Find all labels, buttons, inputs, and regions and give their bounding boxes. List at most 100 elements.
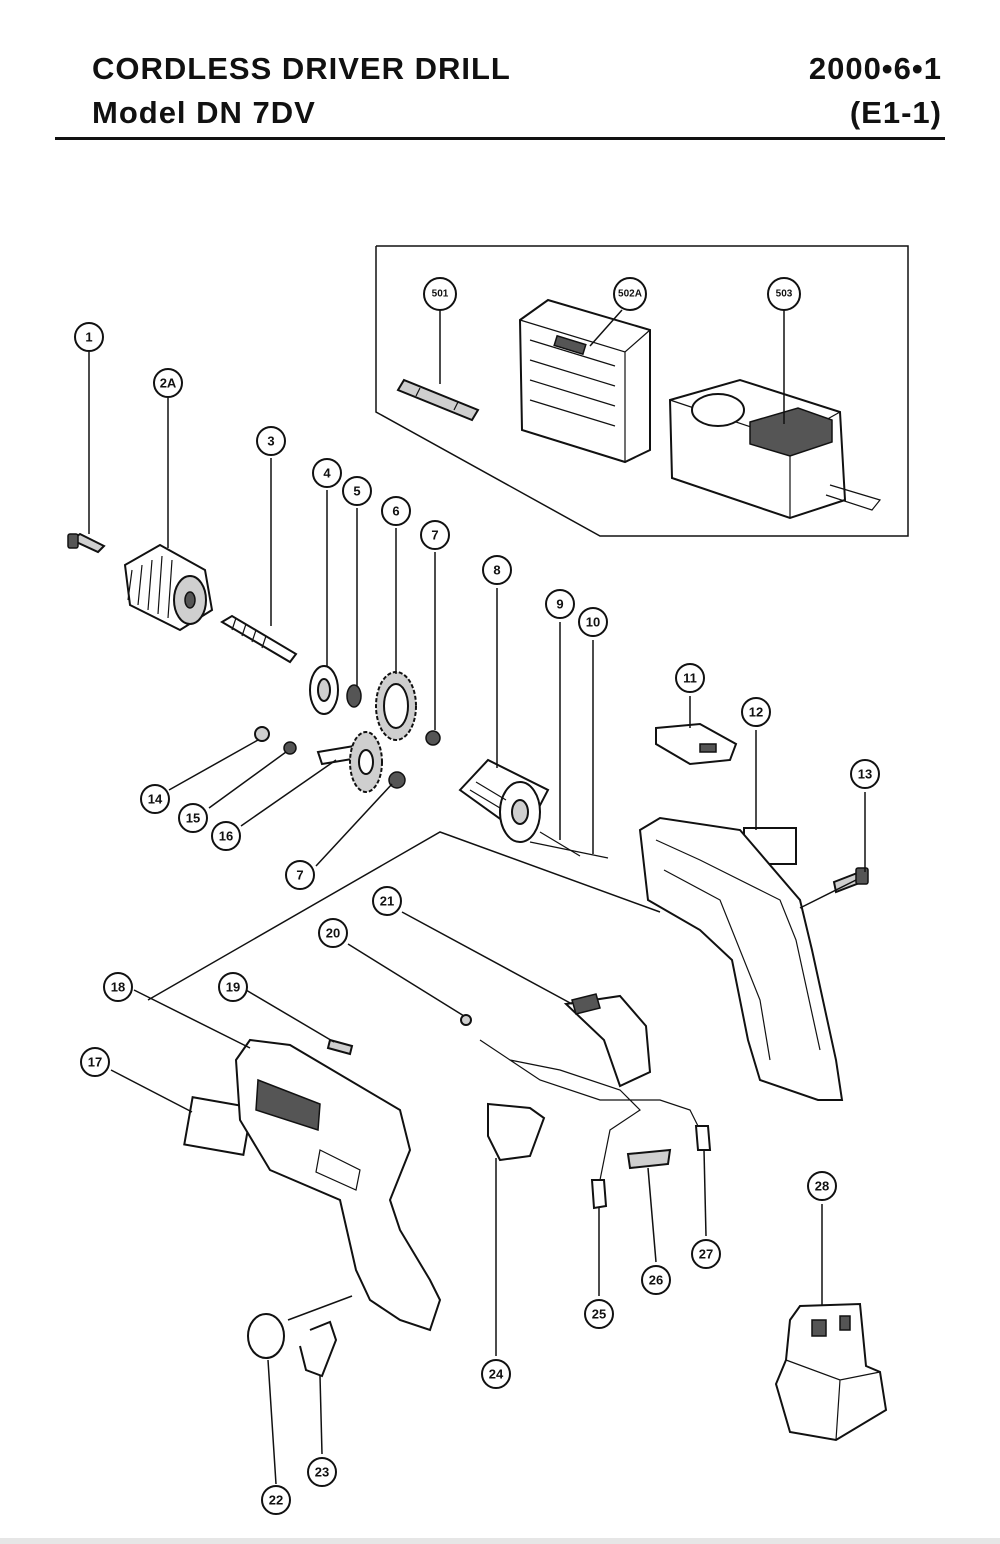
callout-label: 13 [858, 767, 872, 782]
callout-3: 3 [256, 426, 286, 456]
callout-label: 15 [186, 811, 200, 826]
callout-label: 14 [148, 792, 163, 807]
callout-label: 6 [392, 504, 399, 519]
callout-8: 8 [482, 555, 512, 585]
accessories-outline [375, 245, 909, 537]
part-16-gear-shaft [316, 731, 383, 793]
model-number: Model DN 7DV [92, 95, 316, 130]
callout-label: 20 [326, 926, 340, 941]
callout-16: 16 [211, 821, 241, 851]
callout-2A: 2A [153, 368, 183, 398]
part-19-screw [326, 1038, 354, 1056]
callout-26: 26 [641, 1265, 671, 1295]
callout-label: 23 [315, 1465, 329, 1480]
callout-13: 13 [850, 759, 880, 789]
callout-21: 21 [372, 886, 402, 916]
part-8-motor [458, 758, 550, 843]
callout-label: 3 [267, 434, 274, 449]
leader-27 [703, 1149, 707, 1237]
part-502A-case [518, 298, 651, 464]
part-26-choke-coil [626, 1148, 672, 1170]
part-9-lead-wire [539, 831, 581, 857]
callout-7b: 7 [285, 860, 315, 890]
callout-22: 22 [261, 1485, 291, 1515]
part-3-spindle [220, 614, 298, 664]
callout-15: 15 [178, 803, 208, 833]
callout-19: 19 [218, 972, 248, 1002]
page-code: (E1-1) [849, 95, 942, 130]
callout-label: 12 [749, 705, 763, 720]
leader-14 [168, 739, 259, 791]
part-23-spring-clip [299, 1320, 338, 1378]
callout-4: 4 [312, 458, 342, 488]
callout-14: 14 [140, 784, 170, 814]
leader-18 [133, 831, 661, 1049]
callout-18: 18 [103, 972, 133, 1002]
callout-label: 7 [296, 868, 303, 883]
callout-label: 1 [85, 330, 92, 345]
part-7-nut-upper [425, 730, 441, 746]
part-21-switch [479, 993, 701, 1181]
callout-24: 24 [481, 1359, 511, 1389]
callout-label: 25 [592, 1307, 606, 1322]
leader-19 [245, 989, 335, 1043]
callout-11: 11 [675, 663, 705, 693]
callout-5: 5 [342, 476, 372, 506]
leader-20 [347, 943, 465, 1017]
callout-12: 12 [741, 697, 771, 727]
part-5-washer [346, 684, 362, 708]
part-503-charger [668, 378, 882, 520]
callout-label: 18 [111, 980, 125, 995]
callout-label: 11 [683, 671, 697, 686]
callout-label: 22 [269, 1493, 283, 1508]
callout-label: 7 [431, 528, 438, 543]
diagram-title: CORDLESS DRIVER DRILL [92, 51, 511, 86]
part-27-terminal [694, 1125, 712, 1151]
callout-label: 2A [160, 376, 177, 391]
callout-label: 5 [353, 484, 360, 499]
callout-502A: 502A [613, 277, 647, 311]
callout-7a: 7 [420, 520, 450, 550]
part-6-gear [375, 671, 417, 741]
leader-21 [401, 911, 573, 1005]
callout-label: 503 [776, 289, 793, 300]
part-1-screw [67, 532, 106, 554]
part-24-terminal-holder [487, 1102, 546, 1162]
leader-23 [319, 1375, 323, 1455]
callout-label: 501 [432, 289, 449, 300]
callout-501: 501 [423, 277, 457, 311]
callout-25: 25 [584, 1299, 614, 1329]
leader-15 [208, 751, 287, 809]
part-25-terminal [590, 1179, 608, 1210]
callout-10: 10 [578, 607, 608, 637]
issue-date: 2000•6•1 [808, 51, 942, 86]
callout-9: 9 [545, 589, 575, 619]
callout-503: 503 [767, 277, 801, 311]
callout-label: 10 [586, 615, 600, 630]
part-14-bearing [254, 726, 270, 742]
callout-23: 23 [307, 1457, 337, 1487]
housing-right-half [638, 816, 844, 1101]
header-rule [55, 137, 945, 140]
part-22-cap [247, 1313, 285, 1359]
leader-17 [110, 1069, 193, 1113]
part-501-driver-bit [396, 378, 480, 422]
callout-20: 20 [318, 918, 348, 948]
part-4-bearing [309, 665, 339, 715]
leader-housing-right [799, 879, 857, 909]
part-2A-chuck [123, 543, 214, 632]
callout-17: 17 [80, 1047, 110, 1077]
callout-label: 26 [649, 1273, 663, 1288]
callout-label: 17 [88, 1055, 102, 1070]
callout-1: 1 [74, 322, 104, 352]
part-11-forward-reverse-lever [655, 722, 738, 766]
callout-28: 28 [807, 1171, 837, 1201]
part-15-washer [283, 741, 297, 755]
callout-label: 24 [489, 1367, 504, 1382]
leader-502A [589, 309, 623, 347]
part-28-battery [774, 1302, 888, 1442]
leader-26 [647, 1167, 657, 1263]
leader-16 [240, 759, 337, 827]
callout-label: 8 [493, 563, 500, 578]
